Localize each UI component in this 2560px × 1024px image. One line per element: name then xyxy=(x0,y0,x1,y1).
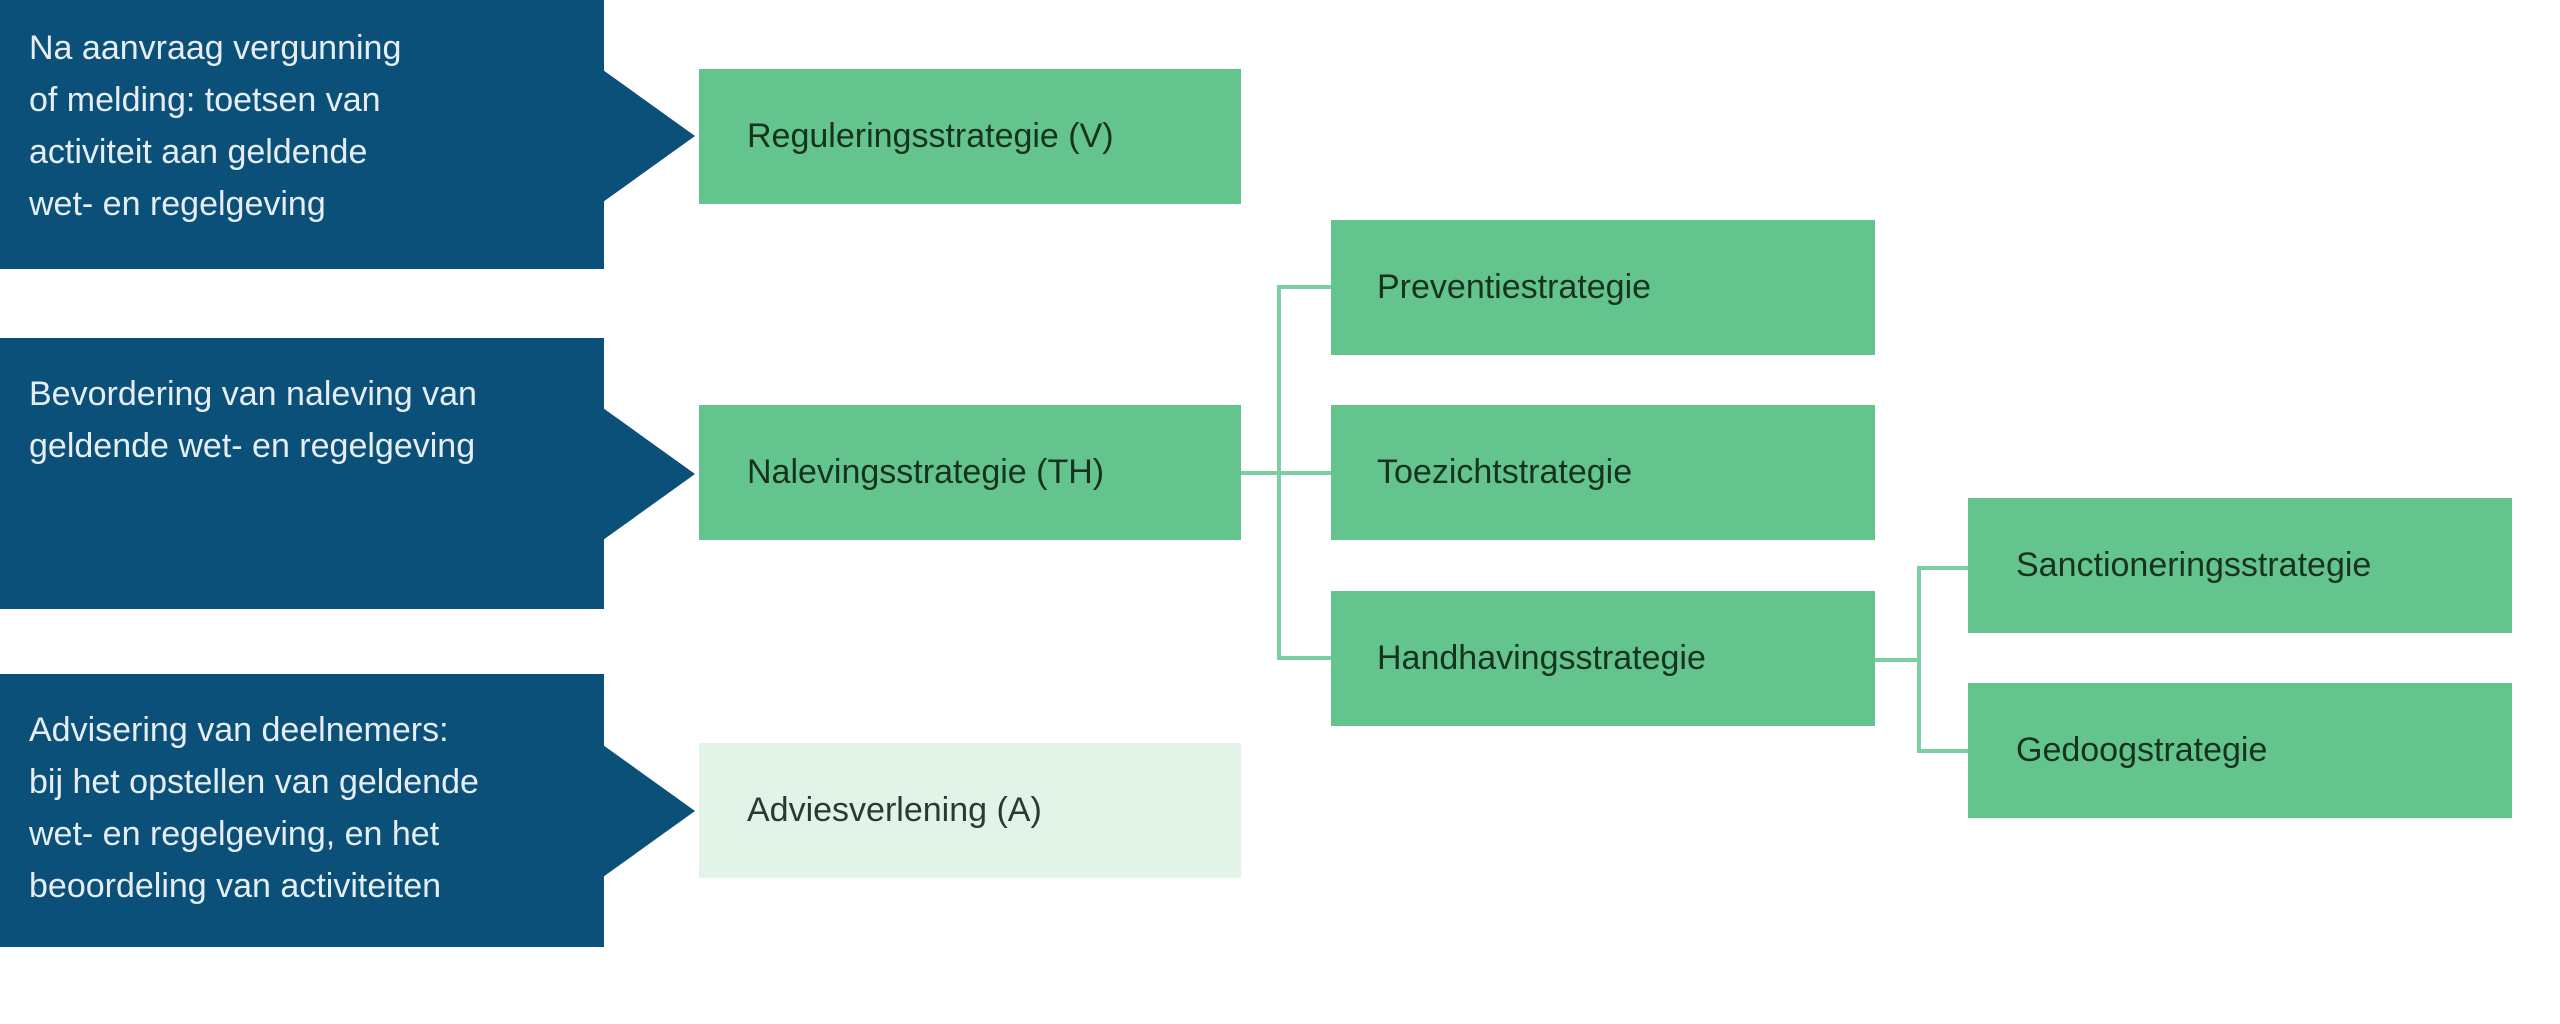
description-line: wet- en regelgeving xyxy=(29,185,326,223)
strategy-gedoog: Gedoogstrategie xyxy=(1968,683,2512,818)
connector-line xyxy=(1241,471,1279,475)
strategy-label: Nalevingsstrategie (TH) xyxy=(747,453,1105,491)
arrow-pointer xyxy=(603,408,695,540)
arrow-pointer xyxy=(603,745,695,877)
connector-line xyxy=(1277,656,1331,660)
description-box-naleving: Bevordering van naleving van geldende we… xyxy=(0,338,604,609)
strategy-handhaving: Handhavingsstrategie xyxy=(1331,591,1875,726)
strategy-label: Reguleringsstrategie (V) xyxy=(747,117,1114,155)
strategy-label: Sanctioneringsstrategie xyxy=(2016,546,2372,584)
strategy-label: Handhavingsstrategie xyxy=(1377,639,1706,677)
strategy-regulering: Reguleringsstrategie (V) xyxy=(699,69,1241,204)
connector-line xyxy=(1277,285,1331,289)
description-line: beoordeling van activiteiten xyxy=(29,867,442,905)
description-line: bij het opstellen van geldende xyxy=(29,763,479,801)
connector-line xyxy=(1277,471,1331,475)
connector-line xyxy=(1917,566,1968,570)
description-line: activiteit aan geldende xyxy=(29,133,368,171)
description-line: Bevordering van naleving van xyxy=(29,375,477,413)
connector-line xyxy=(1875,658,1921,662)
description-box-regulering: Na aanvraag vergunning of melding: toets… xyxy=(0,0,604,269)
strategy-label: Adviesverlening (A) xyxy=(747,791,1042,829)
strategy-naleving: Nalevingsstrategie (TH) xyxy=(699,405,1241,540)
connector-line xyxy=(1917,749,1968,753)
arrow-pointer xyxy=(603,70,695,202)
description-line: geldende wet- en regelgeving xyxy=(29,427,476,465)
strategy-preventie: Preventiestrategie xyxy=(1331,220,1875,355)
strategy-label: Preventiestrategie xyxy=(1377,268,1652,306)
description-line: of melding: toetsen van xyxy=(29,81,381,119)
description-line: wet- en regelgeving, en het xyxy=(29,815,440,853)
description-box-advies: Advisering van deelnemers: bij het opste… xyxy=(0,674,604,947)
strategy-label: Gedoogstrategie xyxy=(2016,731,2268,769)
strategy-toezicht: Toezichtstrategie xyxy=(1331,405,1875,540)
strategy-advies: Adviesverlening (A) xyxy=(699,743,1241,878)
description-line: Na aanvraag vergunning xyxy=(29,29,402,67)
description-line: Advisering van deelnemers: xyxy=(29,711,449,749)
connector-line xyxy=(1917,566,1921,753)
strategy-label: Toezichtstrategie xyxy=(1377,453,1633,491)
strategy-sanctionering: Sanctioneringsstrategie xyxy=(1968,498,2512,633)
